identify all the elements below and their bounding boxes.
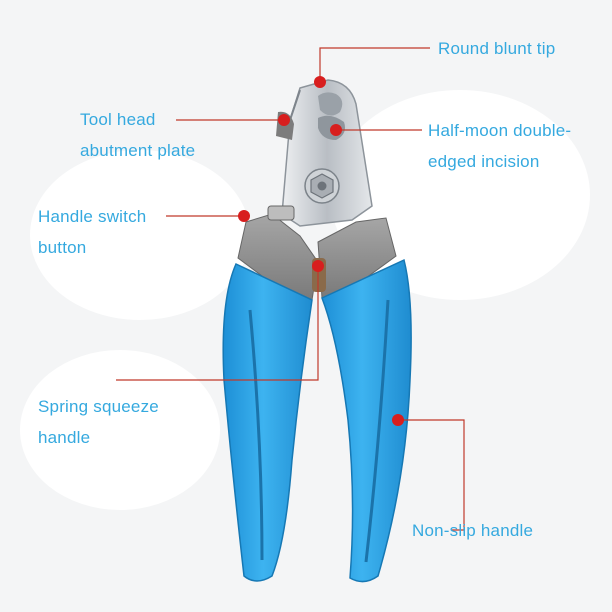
marker-dot (314, 76, 326, 88)
leader-spring (116, 266, 319, 381)
marker-dot (278, 114, 290, 126)
right-handle (321, 258, 412, 583)
label-line: Half-moon double- (428, 121, 572, 140)
pivot-bolt (304, 168, 340, 204)
blue-handles (222, 258, 412, 583)
round-tip-cutout (318, 92, 343, 116)
handle-switch-button (267, 205, 295, 221)
leader-round-tip (319, 47, 430, 80)
leader-non-slip (398, 419, 465, 531)
label-tool-head: Tool head abutment plate (80, 104, 195, 166)
leader-lines (116, 47, 465, 531)
label-line: handle (38, 428, 91, 447)
label-line: edged incision (428, 152, 540, 171)
label-line: Non-slip handle (412, 521, 534, 540)
marker-dot (238, 210, 250, 222)
marker-dots (238, 76, 404, 426)
label-line: Tool head (80, 110, 156, 129)
label-line: Handle switch (38, 207, 147, 226)
left-handle (222, 262, 313, 582)
label-line: button (38, 238, 87, 257)
background-blob (30, 150, 250, 320)
background-blob (20, 350, 220, 510)
label-line: Spring squeeze (38, 397, 159, 416)
marker-dot (312, 260, 324, 272)
label-non-slip-handle: Non-slip handle (412, 515, 533, 546)
marker-dot (392, 414, 404, 426)
label-half-moon: Half-moon double- edged incision (428, 115, 571, 177)
label-handle-switch: Handle switch button (38, 201, 146, 263)
label-line: abutment plate (80, 141, 196, 160)
marker-dot (330, 124, 342, 136)
label-spring-squeeze: Spring squeeze handle (38, 391, 159, 453)
label-round-blunt-tip: Round blunt tip (438, 33, 555, 64)
label-line: Round blunt tip (438, 39, 556, 58)
handle-head (237, 205, 397, 301)
clipper-blade (276, 79, 373, 227)
